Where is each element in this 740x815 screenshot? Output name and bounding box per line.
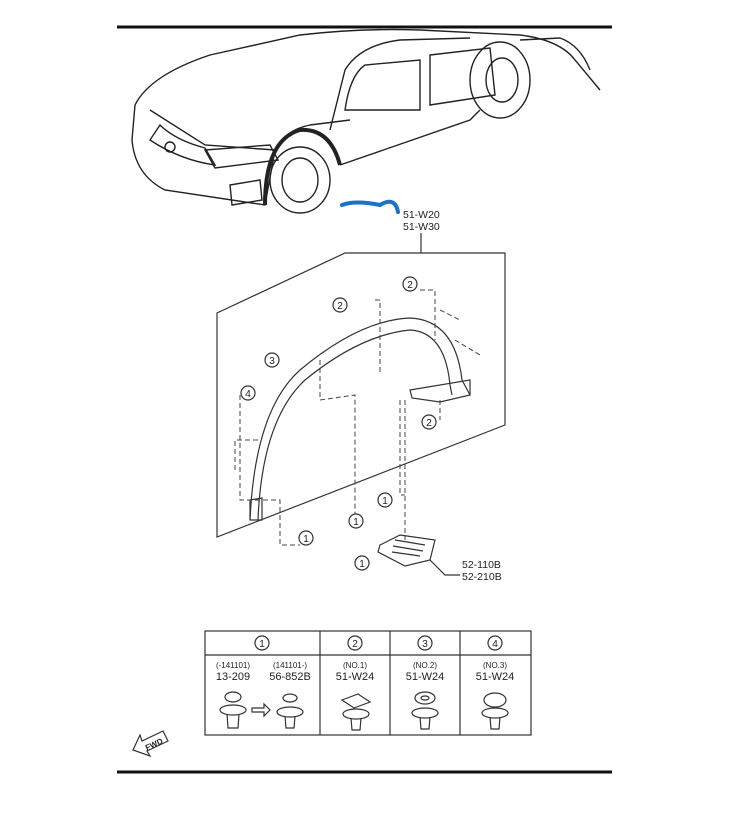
svg-text:3: 3 xyxy=(422,639,428,650)
svg-text:3: 3 xyxy=(269,356,275,367)
part-code-52-110b: 52-110B xyxy=(462,559,501,571)
svg-text:1: 1 xyxy=(303,534,309,545)
clip-code: 56-852B xyxy=(269,671,311,683)
clip-note: (NO.1) xyxy=(343,661,367,670)
clip-13-209-icon xyxy=(219,691,247,729)
part-code-52-210b: 52-210B xyxy=(462,571,502,583)
svg-text:2: 2 xyxy=(337,301,343,312)
callout-2: 2 xyxy=(332,297,348,313)
table-header-1: 1 xyxy=(254,635,270,651)
clip-56-852b-icon xyxy=(276,693,304,729)
svg-text:1: 1 xyxy=(359,559,365,570)
clip-note: (-141101) xyxy=(216,661,250,670)
callout-1: 1 xyxy=(354,555,370,571)
table-header-4: 4 xyxy=(487,635,503,651)
fasteners-table: 1 2 3 4 (-141101) 13-209 (141101-) 56-85… xyxy=(204,630,532,736)
svg-text:2: 2 xyxy=(352,639,358,650)
svg-text:2: 2 xyxy=(407,280,413,291)
part-code-51-w30: 51-W30 xyxy=(403,221,440,233)
assembly-frame xyxy=(216,252,506,538)
svg-text:4: 4 xyxy=(245,389,251,400)
callout-1: 1 xyxy=(298,530,314,546)
callout-4: 4 xyxy=(240,385,256,401)
mud-flap xyxy=(377,534,436,567)
clip-code: 13-209 xyxy=(216,671,250,683)
wheel-arch-trim xyxy=(249,317,471,521)
table-header-2: 2 xyxy=(347,635,363,651)
highlight-arrow xyxy=(340,199,400,214)
clip-no2-icon xyxy=(411,691,439,730)
clip-no1-icon xyxy=(340,693,372,731)
svg-text:1: 1 xyxy=(259,639,265,650)
clip-note: (141101-) xyxy=(273,661,307,670)
part-code-51-w20: 51-W20 xyxy=(403,209,440,221)
clip-code: 51-W24 xyxy=(336,671,375,683)
callout-2: 2 xyxy=(402,276,418,292)
clip-note: (NO.3) xyxy=(483,661,507,670)
arrow-right-icon xyxy=(251,702,271,718)
clip-note: (NO.2) xyxy=(413,661,437,670)
callout-3: 3 xyxy=(264,352,280,368)
svg-text:1: 1 xyxy=(353,517,359,528)
clip-code: 51-W24 xyxy=(476,671,515,683)
svg-text:4: 4 xyxy=(492,639,498,650)
callout-1: 1 xyxy=(348,513,364,529)
clip-no3-icon xyxy=(481,692,509,730)
clip-code: 51-W24 xyxy=(406,671,445,683)
car-illustration xyxy=(131,28,601,214)
callout-1: 1 xyxy=(377,492,393,508)
dashed-guides xyxy=(234,289,481,546)
svg-text:1: 1 xyxy=(382,496,388,507)
forward-direction-icon: FWD xyxy=(132,730,169,758)
table-header-3: 3 xyxy=(417,635,433,651)
svg-text:2: 2 xyxy=(426,418,432,429)
callout-2: 2 xyxy=(421,414,437,430)
